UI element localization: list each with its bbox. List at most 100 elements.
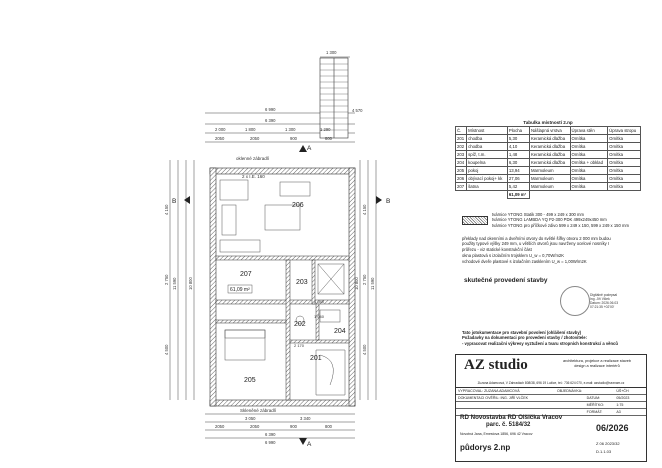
dim-top-total: 6 990 <box>265 107 276 112</box>
permit-line: Požadavky na dokumentaci pro provedení s… <box>462 335 587 341</box>
cell: koupelna <box>466 158 508 167</box>
cell: 6,30 <box>506 158 530 167</box>
title-block-header: AZ studio architektura, projekce a reali… <box>456 355 646 388</box>
legend-line: tvárnice YTONG Statik 300 - 499 x 249 x … <box>492 212 585 217</box>
room-label-201: 201 <box>310 355 322 362</box>
cell: Omítka <box>569 182 609 191</box>
stamp-heading: skutečné provedení stavby <box>464 277 548 284</box>
dim-misc-2: 1 040 <box>314 314 325 319</box>
cell: šatna <box>466 182 508 191</box>
tb-cell: ÚŠ+ČH <box>616 389 629 393</box>
cell: pokoj <box>466 166 508 175</box>
cell: Marmoleum <box>528 174 571 183</box>
dim-top-sub-4: 800 <box>325 136 333 141</box>
cell: Keramická dlažba <box>528 150 571 159</box>
cell: 207 <box>454 182 468 191</box>
parcel-number: parc. č. 5184/32 <box>486 422 531 428</box>
dim-bottom-sub-4: 800 <box>325 424 333 429</box>
dim-top-part-1: 2 000 <box>215 127 226 132</box>
section-markers <box>184 145 382 445</box>
cell: Omítka <box>607 142 641 151</box>
cell: Marmoleum <box>528 166 571 175</box>
tb-cell: 1:75 <box>616 403 624 407</box>
cell: 205 <box>454 166 468 175</box>
cell: chodba <box>466 134 508 143</box>
cell: Omítka <box>607 174 641 183</box>
cell: 1,48 <box>506 150 530 159</box>
window-size-note: 2 x I.E. 160 <box>242 174 265 179</box>
stair-dim-1: 1 300 <box>326 50 337 55</box>
interior-walls <box>215 255 350 401</box>
dim-left-4: 11 590 <box>172 277 177 290</box>
header-floor: Nášlapná vrstva <box>528 126 571 135</box>
permit-line: - vypracovat realizační výkresy vyztužen… <box>462 340 618 346</box>
area-label: 61,09 m² <box>230 287 250 293</box>
dim-bottom-sub-3: 900 <box>290 424 298 429</box>
hatch-swatch <box>462 215 488 225</box>
dim-bottom-inner: 6 390 <box>265 432 276 437</box>
external-stairs <box>319 57 349 139</box>
dimensions-bottom <box>205 413 355 439</box>
floor-plan: 206 207 203 202 204 201 205 61,09 m² okl… <box>164 50 390 448</box>
room-table: Tabulka místností 2.np Č. Místnost Ploch… <box>454 120 641 199</box>
dim-bottom-sub-2: 2050 <box>250 424 260 429</box>
title-row: MĚŘÍTKO: 1:75 <box>456 402 646 409</box>
dim-top-sub-2: 2050 <box>250 136 260 141</box>
room-label-202: 202 <box>294 321 306 328</box>
cell: Omítka <box>569 166 609 175</box>
tb-cell: FORMÁT: <box>586 410 603 414</box>
project-title: RD Novostavba RD Olšička Vracov <box>460 414 563 421</box>
note-line: použity typové výšky 249 mm, u větších o… <box>462 241 610 247</box>
permit-notes: Tato jotokumentace pro stavební povolení… <box>462 330 647 346</box>
legend: tvárnice YTONG Statik 300 - 499 x 249 x … <box>462 212 629 228</box>
tb-cell <box>456 402 557 408</box>
dim-bottom-part-1: 3 050 <box>245 416 256 421</box>
dim-right-3: 4 500 <box>362 344 367 355</box>
dim-top-sub-1: 2050 <box>215 136 225 141</box>
room-label-206: 206 <box>292 202 304 209</box>
furniture <box>219 179 346 396</box>
cell: Omítka <box>569 142 609 151</box>
dim-bottom-sub-1: 2050 <box>215 424 225 429</box>
note-line: vchodové dveře plastové s izolačním zask… <box>462 258 587 264</box>
header-ceiling: Úprava stropu <box>607 126 641 135</box>
tb-cell: 05/2023 <box>616 396 630 400</box>
dim-bottom-part-2: 3 340 <box>300 416 311 421</box>
cell: Omítka <box>569 134 609 143</box>
cell: Omítka <box>607 182 641 191</box>
cell: 206 <box>454 174 468 183</box>
cell: 27,06 <box>506 174 530 183</box>
room-table-caption: Tabulka místností 2.np <box>523 120 573 125</box>
cell: 5,30 <box>506 134 530 143</box>
dim-misc-3: 2 170 <box>294 343 305 348</box>
dim-top-part-4: 1 290 <box>320 127 331 132</box>
table-total-row: 61,09 m² <box>456 190 641 199</box>
date-code: 06/2026 <box>596 423 629 433</box>
dim-top-part-3: 1 300 <box>285 127 296 132</box>
cell: chodba <box>466 142 508 151</box>
dim-misc-1: 1 040 <box>314 299 325 304</box>
permit-line: Tato jotokumentace pro stavební povolení… <box>462 330 582 335</box>
section-b-right: B <box>386 198 390 205</box>
cell: 4,10 <box>506 142 530 151</box>
cell: Omítka <box>607 166 641 175</box>
cell: Omítka + obklad <box>569 158 609 167</box>
cell: Omítka <box>607 134 641 143</box>
room-table-header: Č. Místnost Plocha Nášlapná vrstva Úprav… <box>454 126 641 135</box>
title-row: FORMÁT: A3 <box>456 409 646 416</box>
cell: 13,94 <box>506 166 530 175</box>
header-walls: Úprava stěn <box>569 126 609 135</box>
dim-left-1: 4 150 <box>164 204 169 215</box>
cell: Marmoleum <box>528 182 571 191</box>
client-address: Novotná Jana, Ernestova 1856, 696 42 Vra… <box>460 432 533 436</box>
stair-treads <box>320 63 348 131</box>
section-a-bottom: A <box>307 441 312 448</box>
signature-stamp <box>560 286 590 316</box>
title-block: AZ studio architektura, projekce a reali… <box>455 354 647 462</box>
cell: Keramická dlažba <box>528 134 571 143</box>
drawing-title: půdorys 2.np <box>460 443 511 452</box>
